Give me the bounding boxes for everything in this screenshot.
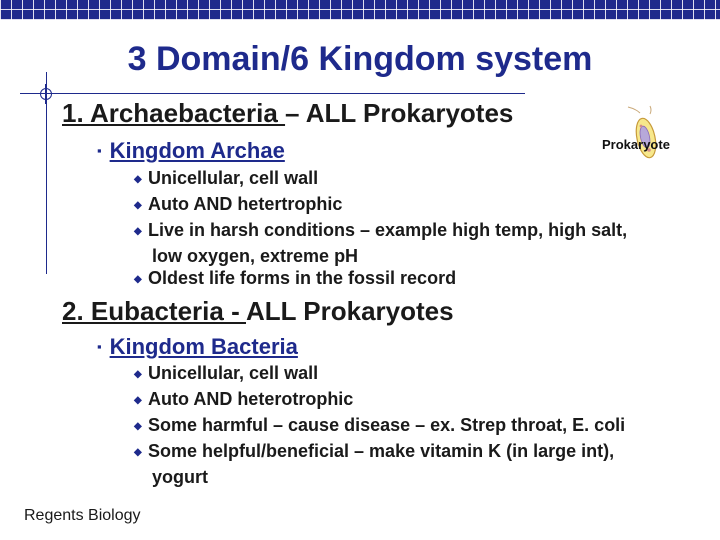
list-item-continuation: yogurt [152,467,208,487]
diamond-bullet-icon: ◆ [134,369,142,380]
list-item: ◆Auto AND heterotrophic [134,388,694,414]
list-item: ◆Unicellular, cell wall [134,362,694,388]
list-item: ◆Live in harsh conditions – example high… [134,219,694,245]
diamond-bullet-icon: ◆ [134,447,142,458]
subheading-label: Kingdom Bacteria [109,334,298,359]
prokaryote-illustration [627,105,657,159]
diamond-bullet-icon: ◆ [134,421,142,432]
title-underline-rule [20,93,525,94]
diamond-bullet-icon: ◆ [134,200,142,211]
left-vertical-rule [46,72,47,274]
list-item-continuation: low oxygen, extreme pH [152,246,359,266]
square-bullet-icon: ▪ [97,143,102,158]
section-heading-title: 1. Archaebacteria [62,98,286,128]
section-heading-archaebacteria: 1. Archaebacteria – ALL Prokaryotes [62,98,513,129]
slide-title: 3 Domain/6 Kingdom system [127,40,593,78]
footer-label: Regents Biology [24,507,141,524]
list-item: ◆Auto AND hetertrophic [134,193,694,219]
section-heading-suffix: – ALL Prokaryotes [285,98,514,128]
diamond-bullet-icon: ◆ [134,226,142,237]
diamond-bullet-icon: ◆ [134,395,142,406]
prokaryote-label: Prokaryote [602,137,670,152]
diamond-bullet-icon: ◆ [134,174,142,185]
list-item: ◆Unicellular, cell wall [134,167,694,193]
top-banner-grid [0,0,720,20]
bullet-list-bacteria: ◆Unicellular, cell wall ◆Auto AND hetero… [134,362,694,488]
section-heading-eubacteria: 2. Eubacteria - ALL Prokaryotes [62,296,454,327]
section-heading-title: 2. Eubacteria - [62,296,246,326]
list-item: ◆Some harmful – cause disease – ex. Stre… [134,414,694,440]
list-item: ◆Oldest life forms in the fossil record [134,267,694,293]
diamond-bullet-icon: ◆ [134,274,142,285]
list-item: ◆Some helpful/beneficial – make vitamin … [134,440,694,466]
bullet-list-archae: ◆Unicellular, cell wall ◆Auto AND hetert… [134,167,694,293]
subheading-label: Kingdom Archae [109,138,285,163]
subheading-kingdom-archae: ▪ Kingdom Archae [97,138,285,164]
crosshair-icon [36,84,56,104]
square-bullet-icon: ▪ [97,339,102,354]
subheading-kingdom-bacteria: ▪ Kingdom Bacteria [97,334,298,360]
section-heading-suffix: ALL Prokaryotes [246,296,454,326]
